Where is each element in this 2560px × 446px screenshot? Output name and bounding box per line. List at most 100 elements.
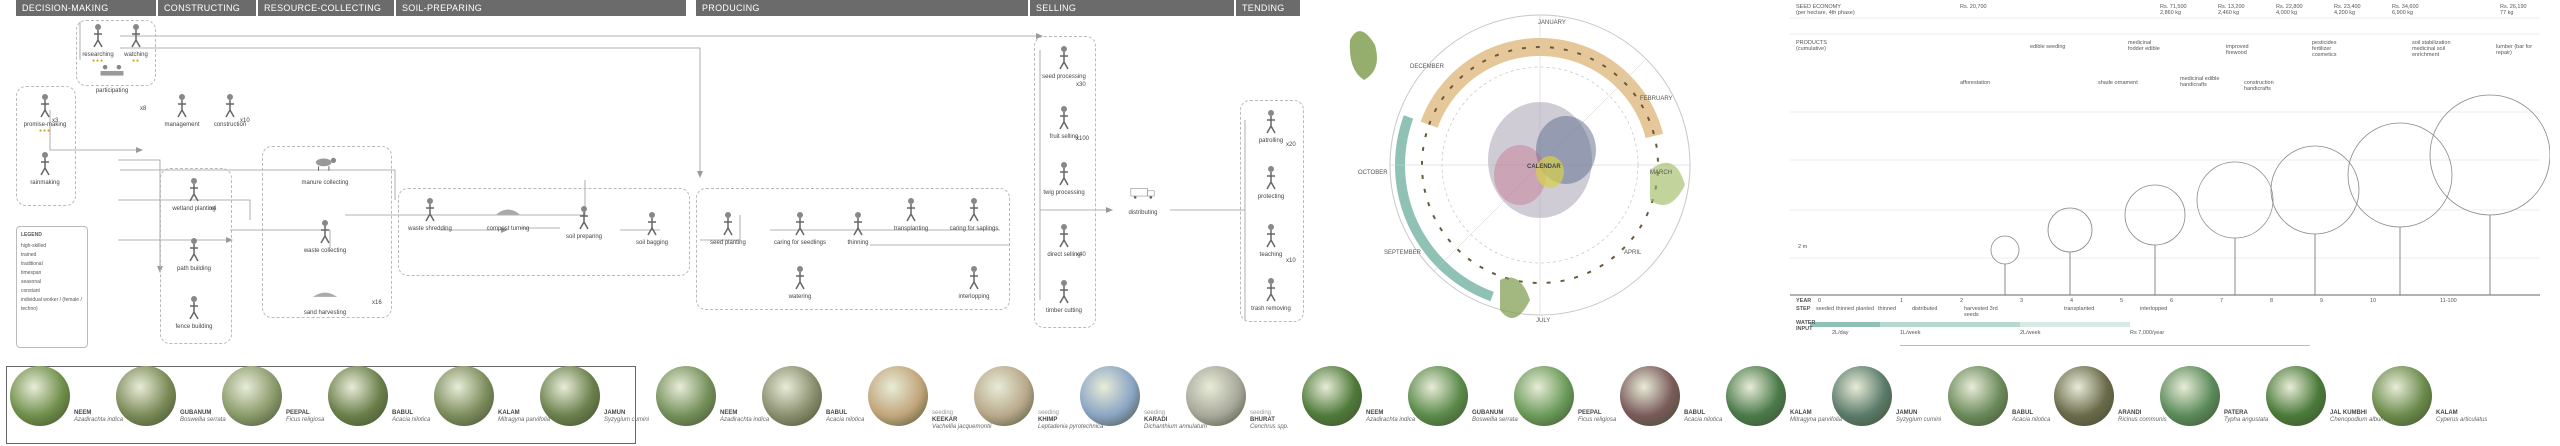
species-name: PEEPAL [286,410,310,416]
activity-soil-bagging[interactable]: soil bagging [626,210,678,246]
species-name: PEEPAL [1578,410,1602,416]
activity-transplanting[interactable]: transplanting [884,196,938,232]
person-figure-icon [723,212,733,236]
activity-construction[interactable]: construction [206,92,254,128]
species-name: KHIMP [1038,417,1058,423]
product-item: soil stabilization medicinal soil enrich… [2412,40,2451,58]
species-photo [1080,366,1140,426]
growth-head-value: Rs. 13,200 2,460 kg [2218,4,2245,16]
worker-count: x3 [52,118,59,124]
truck-icon [1130,188,1155,199]
activity-rainmaking[interactable]: rainmaking [20,150,70,186]
species-note: seeding [1144,410,1166,416]
activity-promise-making[interactable]: promise-making ●●● [20,92,70,134]
person-figure-icon [969,198,979,222]
activity-patrolling[interactable]: patrolling [1246,108,1296,144]
phase-soil-preparing: SOIL-PREPARING [396,0,686,16]
activity-caring-seedlings[interactable]: caring for seedlings [770,210,830,246]
growth-head-value: Rs. 23,400 4,200 kg [2334,4,2361,16]
species-latin: Acacia nilotica [392,417,431,423]
activity-interlopping[interactable]: interlopping [944,264,1004,300]
activity-seed-planting[interactable]: seed planting [702,210,754,246]
person-figure-icon [320,220,330,244]
product-item: pesticides fertilizer cosmetics [2312,40,2337,58]
activity-seed-processing[interactable]: seed processing [1038,44,1090,80]
activity-fruit-selling[interactable]: fruit selling [1038,104,1090,140]
activity-researching[interactable]: researching ●●● [80,22,116,64]
activity-caring-saplings[interactable]: caring for saplings [944,196,1004,232]
activity-management[interactable]: management [160,92,204,128]
activity-distributing[interactable]: distributing [1110,180,1176,216]
activity-wetland-planting[interactable]: wetland planting [166,176,222,212]
activity-direct-selling[interactable]: direct selling [1038,222,1090,258]
group-soil [398,188,690,276]
species-photo [222,366,282,426]
activity-timber-cutting[interactable]: timber cutting [1038,278,1090,314]
species-photo [1186,366,1246,426]
month-label: DECEMBER [1410,64,1445,70]
species-photo [328,366,388,426]
activity-label: timber cutting [1045,308,1082,314]
product-item: medicinal fodder edible [2128,40,2160,52]
species-name: KALAM [1790,410,1812,416]
activity-watching[interactable]: watching ●● [118,22,154,64]
phase-resource-collecting: RESOURCE-COLLECTING [258,0,394,16]
activity-watering[interactable]: watering [778,264,822,300]
activity-trash-removing[interactable]: trash removing [1246,276,1296,312]
species-name: BABUL [2012,410,2033,416]
species-latin: Vachellia jacquemontii [932,424,992,430]
activity-protecting[interactable]: protecting [1246,164,1296,200]
person-figure-icon [425,198,435,222]
activity-sand-harvesting[interactable]: sand harvesting [290,280,360,316]
activity-soil-preparing[interactable]: soil preparing [556,204,612,240]
activity-label: watching [124,52,148,58]
activity-label: thinning [847,240,869,246]
worker-count: x20 [1286,142,1296,148]
activity-label: seed processing [1042,74,1086,80]
species-latin: Syzygium cumini [1896,417,1942,423]
activity-label: promise-making [23,122,67,128]
activity-waste-shredding[interactable]: waste shredding [400,196,460,232]
person-figure-icon [853,212,863,236]
species-photo [1408,366,1468,426]
activity-teaching[interactable]: teaching [1246,222,1296,258]
activity-path-building[interactable]: path building [166,236,222,272]
activity-compost-turning[interactable]: compost turning [476,196,540,232]
product-item: edible seeding [2030,44,2066,50]
activity-twig-processing[interactable]: twig processing [1038,160,1090,196]
activity-fence-building[interactable]: fence building [166,294,222,330]
activity-waste-collecting[interactable]: waste collecting [290,218,360,254]
activity-manure-collecting[interactable]: manure collecting [290,150,360,186]
activity-thinning[interactable]: thinning [836,210,880,246]
activity-participating[interactable]: participating [92,58,132,94]
year-tick: 6 [2170,298,2174,304]
activity-label: waste collecting [303,248,347,254]
worker-count: x16 [372,300,382,306]
year-tick: 7 [2220,298,2224,304]
